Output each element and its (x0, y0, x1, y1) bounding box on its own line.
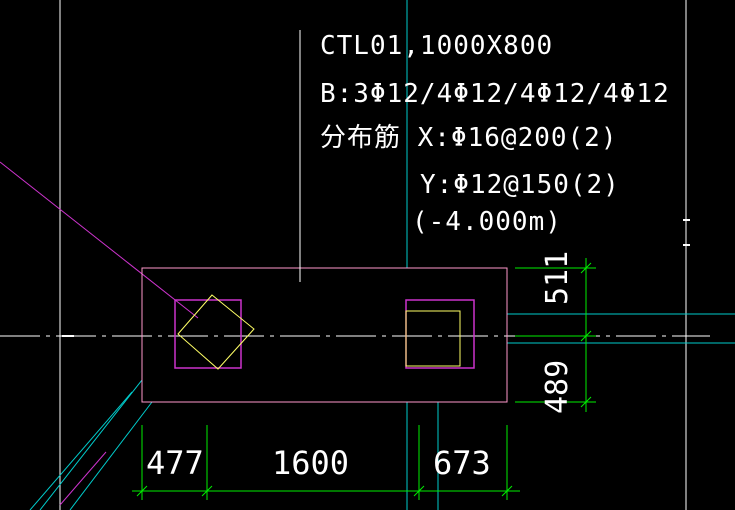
bottom-dimension (132, 425, 520, 500)
annotation-line-2: B:3Φ12/4Φ12/4Φ12/4Φ12 (320, 79, 670, 109)
brace-lower (59, 451, 107, 506)
right-dimension (515, 258, 596, 412)
brace-upper (0, 161, 199, 319)
right-tick-1 (580, 262, 592, 274)
beams (29, 313, 735, 510)
right-dim-489: 489 (540, 360, 575, 414)
annotation-line-3: 分布筋 X:Φ16@200(2) (320, 123, 618, 153)
bottom-tick-1 (136, 485, 148, 497)
right-dim-511: 511 (540, 251, 575, 305)
bottom-dim-1600: 1600 (272, 444, 349, 482)
brace-lines (0, 161, 199, 506)
right-tick-3 (580, 396, 592, 408)
bottom-tick-3 (413, 485, 425, 497)
annotation-line-4: Y:Φ12@150(2) (420, 170, 620, 200)
column-left-rotated[interactable] (177, 294, 255, 370)
cap-annotation: CTL01,1000X800 B:3Φ12/4Φ12/4Φ12/4Φ12 分布筋… (320, 31, 670, 237)
beam-diagonal-3 (29, 391, 133, 510)
axis-lines (0, 0, 710, 510)
right-dimension-labels: 511 489 (540, 251, 575, 414)
bottom-tick-4 (501, 485, 513, 497)
bottom-dimension-labels: 477 1600 673 (146, 444, 491, 482)
beam-diagonal-1 (39, 379, 143, 510)
annotation-line-5: (-4.000m) (412, 207, 562, 237)
column-right-inner[interactable] (405, 310, 461, 367)
annotation-line-1: CTL01,1000X800 (320, 31, 553, 61)
bottom-dim-673: 673 (433, 444, 491, 482)
right-tick-2 (580, 330, 592, 342)
bottom-tick-2 (201, 485, 213, 497)
edge-marks (62, 219, 690, 337)
bottom-dim-477: 477 (146, 444, 204, 482)
pile-cap-outline[interactable] (141, 267, 508, 403)
beam-diagonal-2 (69, 401, 153, 510)
